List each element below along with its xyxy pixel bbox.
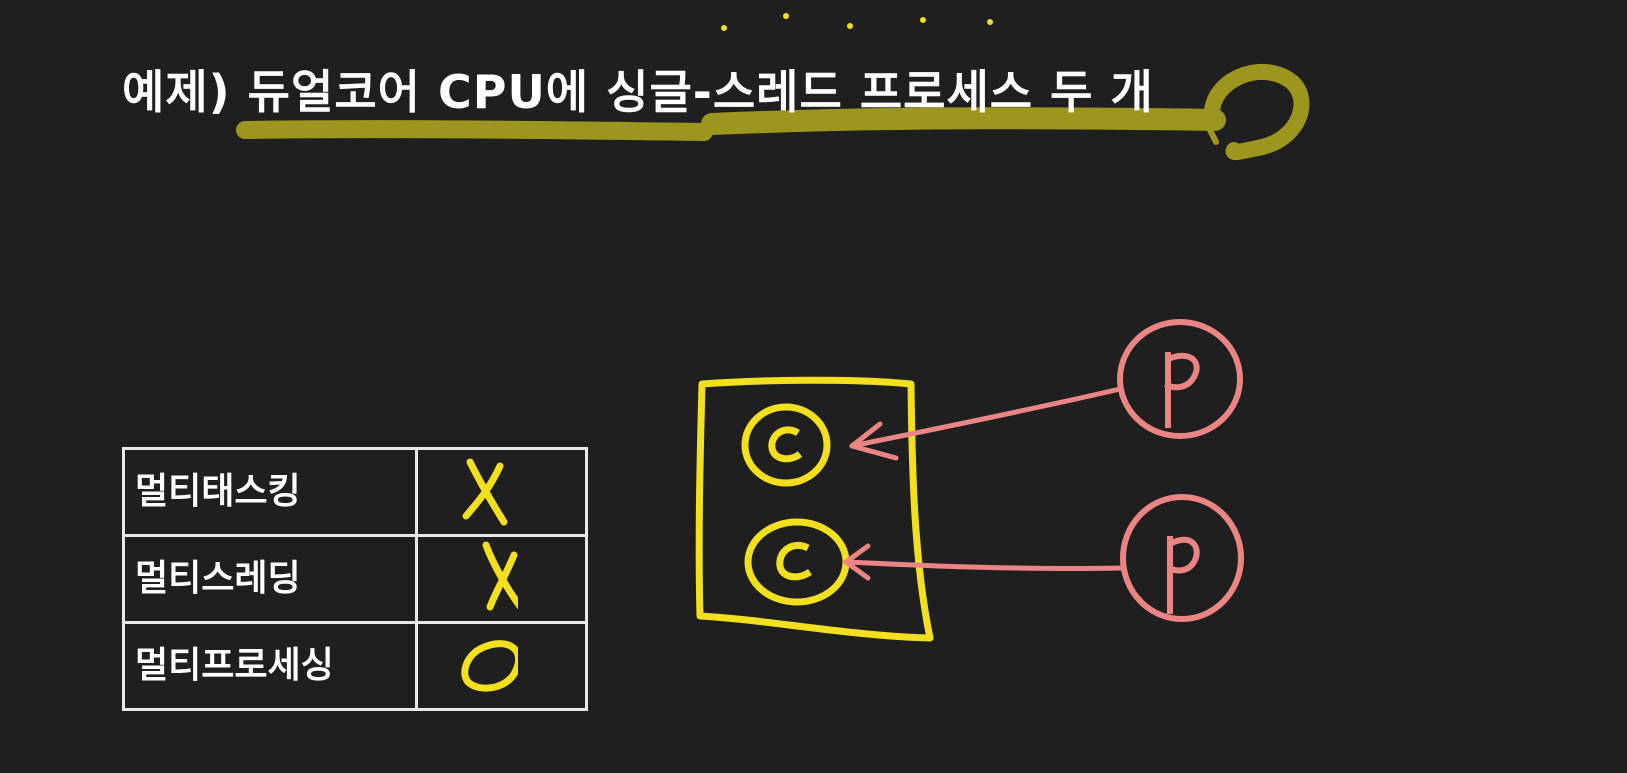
table-row: 멀티태스킹 xyxy=(121,447,588,537)
arrow-p2-to-core2 xyxy=(843,543,1125,581)
comparison-table: 멀티태스킹 멀티스레딩 멀티프로세싱 xyxy=(121,447,588,711)
row-label-multiprocessing: 멀티프로세싱 xyxy=(121,621,419,711)
core-1 xyxy=(741,403,831,487)
o-mark-icon xyxy=(461,640,519,692)
arrow-p1-to-core1 xyxy=(849,386,1123,461)
title-highlight xyxy=(236,64,1310,161)
page-title: 예제) 듀얼코어 CPU에 싱글-스레드 프로세스 두 개 xyxy=(122,65,1154,119)
core-2 xyxy=(744,518,850,606)
mark-multithreading xyxy=(415,534,588,624)
row-label-multitasking: 멀티태스킹 xyxy=(121,447,419,537)
table-row: 멀티프로세싱 xyxy=(121,621,588,711)
x-mark-icon xyxy=(462,458,508,526)
sparkle-dots xyxy=(721,13,993,31)
table-row: 멀티스레딩 xyxy=(121,534,588,624)
row-label-multithreading: 멀티스레딩 xyxy=(121,534,419,624)
cpu-box xyxy=(695,376,934,642)
mark-multitasking xyxy=(415,447,588,537)
process-1 xyxy=(1117,319,1243,439)
x-mark-icon xyxy=(482,541,519,611)
process-2 xyxy=(1120,494,1244,622)
mark-multiprocessing xyxy=(415,621,588,711)
